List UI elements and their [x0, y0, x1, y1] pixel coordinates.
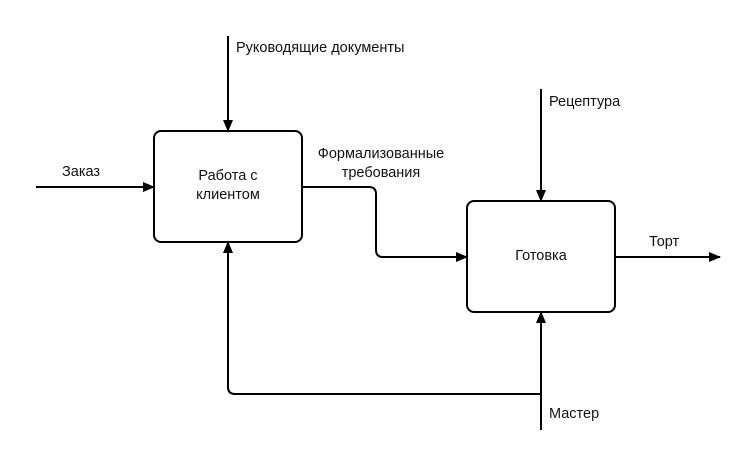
mechanism-master-label: Мастер	[549, 406, 599, 422]
formal-requirements-arrow	[302, 186, 468, 262]
control-documents-label: Руководящие документы	[236, 40, 404, 56]
formal-requirements-label-line1: Формализованные	[318, 146, 444, 162]
client-work-label-line1: Работа с	[198, 168, 257, 184]
output-cake-label: Торт	[649, 234, 680, 250]
input-order-label: Заказ	[62, 164, 100, 180]
cooking-label: Готовка	[515, 248, 568, 264]
formal-requirements-label-line2: требования	[342, 165, 421, 181]
mechanism-master-branch-arrow	[223, 241, 541, 395]
client-work-label-line2: клиентом	[196, 187, 260, 203]
control-recipe-label: Рецептура	[549, 94, 621, 110]
